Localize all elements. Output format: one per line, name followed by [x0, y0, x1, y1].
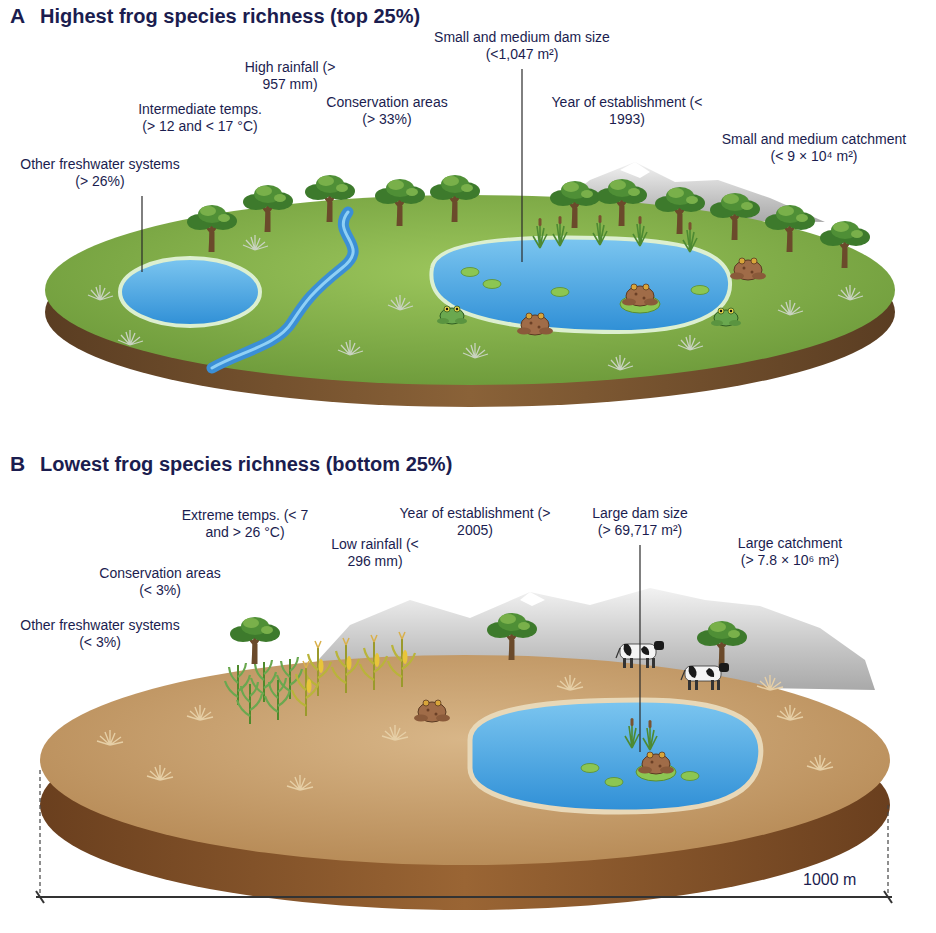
- factor-label: High rainfall (> 957 mm): [244, 59, 336, 93]
- dry-grass-tuft: [382, 725, 408, 740]
- grass-tuft: [243, 235, 268, 250]
- crop-plant: [251, 660, 276, 702]
- lily-pad: [581, 764, 599, 773]
- tree: [765, 205, 815, 252]
- dry-grass-tuft: [807, 755, 833, 770]
- corn-plant: [332, 638, 359, 693]
- toad: [622, 284, 658, 306]
- corn-plant: [292, 661, 319, 716]
- tree: [487, 613, 537, 660]
- scale-tick: [36, 891, 44, 903]
- reed: [533, 218, 547, 248]
- lily-pad: [691, 286, 709, 295]
- leader-line: [521, 69, 522, 262]
- corn-plant: [360, 635, 387, 690]
- ground-disc-top: [45, 195, 895, 385]
- lily-pad: [605, 778, 623, 787]
- ground-disc-top: [40, 655, 890, 865]
- factor-label: Large catchment (> 7.8 × 10⁶ m²): [733, 535, 848, 569]
- grass-tuft: [118, 330, 143, 345]
- scale-tick: [884, 891, 892, 903]
- tree: [550, 181, 600, 228]
- lily-pad: [461, 268, 479, 277]
- toad: [517, 313, 553, 335]
- factor-label: Large dam size (> 69,717 m²): [589, 505, 691, 539]
- dry-grass-tuft: [147, 765, 173, 780]
- cow: [681, 663, 729, 690]
- crop-plant: [265, 678, 290, 720]
- dam-pond: [431, 238, 730, 332]
- mountain-snow: [520, 592, 545, 606]
- factor-label: Conservation areas (> 33%): [321, 94, 453, 128]
- lily-pad: [551, 288, 569, 297]
- frog: [711, 308, 741, 326]
- leader-line: [639, 545, 640, 752]
- toad: [730, 258, 766, 280]
- scale-bar: [36, 896, 892, 898]
- factor-label: Year of establishment (< 1993): [551, 94, 703, 128]
- grass-tuft: [463, 343, 488, 358]
- grass-tuft: [838, 285, 863, 300]
- dry-grass-tuft: [777, 705, 803, 720]
- mountain-snow: [620, 162, 650, 178]
- frog: [437, 306, 467, 324]
- scale-guide: [39, 770, 40, 893]
- toad: [414, 700, 450, 722]
- lily-pad: [483, 280, 501, 289]
- toad: [638, 752, 674, 774]
- dry-grass-tuft: [757, 675, 783, 690]
- dry-grass-tuft: [187, 705, 213, 720]
- panel-title: Lowest frog species richness (bottom 25%…: [40, 452, 452, 476]
- reed: [683, 222, 697, 252]
- crop-plant: [237, 682, 262, 724]
- grass-tuft: [88, 285, 113, 300]
- tree: [697, 621, 747, 668]
- tree: [375, 179, 425, 226]
- corn-plant: [388, 632, 415, 687]
- factor-label: Small and medium catchment (< 9 × 10⁴ m²…: [716, 131, 912, 165]
- tree: [430, 175, 480, 222]
- factor-label: Other freshwater systems (< 3%): [14, 617, 186, 651]
- dry-grass-tuft: [557, 675, 583, 690]
- factor-label: Year of establishment (> 2005): [399, 505, 551, 539]
- tree: [820, 221, 870, 268]
- lily-pad: [681, 772, 699, 781]
- scale-guide: [887, 805, 888, 893]
- panel-letter: A: [10, 4, 25, 28]
- dry-grass-tuft: [287, 775, 313, 790]
- grass-tuft: [608, 355, 633, 370]
- grass-tuft: [778, 300, 803, 315]
- tree: [655, 187, 705, 234]
- dam-pond: [470, 700, 761, 812]
- dry-grass-tuft: [97, 730, 123, 745]
- factor-label: Small and medium dam size (<1,047 m²): [429, 29, 615, 63]
- tree: [710, 193, 760, 240]
- reed: [593, 215, 607, 245]
- tree: [243, 185, 293, 232]
- grass-tuft: [338, 340, 363, 355]
- small-pond: [120, 258, 260, 326]
- factor-label: Low rainfall (< 296 mm): [324, 536, 426, 570]
- reed: [553, 216, 567, 246]
- grass-tuft: [388, 295, 413, 310]
- factor-label: Extreme temps. (< 7 and > 26 °C): [180, 507, 310, 541]
- factor-label: Other freshwater systems (> 26%): [14, 156, 186, 190]
- reed: [633, 216, 647, 246]
- leader-line: [141, 196, 142, 272]
- reed: [643, 720, 657, 750]
- scale-label: 1000 m: [803, 870, 856, 890]
- grass-tuft: [678, 335, 703, 350]
- reed: [625, 718, 639, 748]
- factor-label: Intermediate temps. (> 12 and < 17 °C): [131, 101, 269, 135]
- tree: [187, 205, 237, 252]
- panel-letter: B: [10, 452, 25, 476]
- tree: [230, 617, 280, 664]
- factor-label: Conservation areas (< 3%): [94, 565, 226, 599]
- panel-title: Highest frog species richness (top 25%): [40, 4, 420, 28]
